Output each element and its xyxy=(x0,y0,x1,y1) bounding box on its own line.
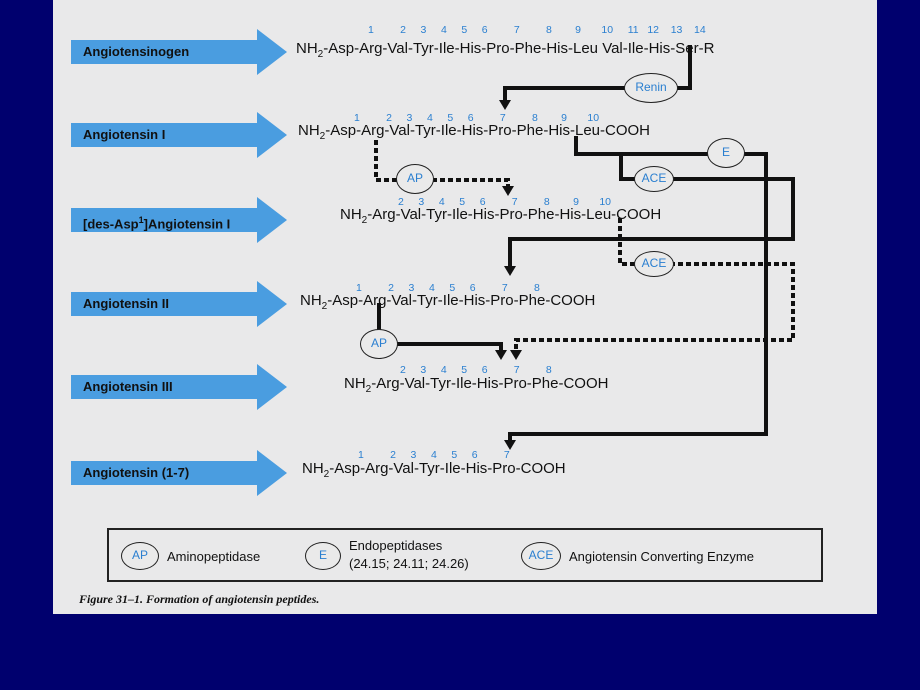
residue-numbers: 1 2 3 4 5 6 7 8 9 10 xyxy=(354,112,600,124)
row-arrow-angiotensin-i: Angiotensin I xyxy=(71,112,287,158)
arrowheads xyxy=(495,100,522,450)
residue-numbers: 2 3 4 5 6 7 8 9 10 xyxy=(398,196,612,208)
residue-numbers: 1 2 3 4 5 6 7 8 xyxy=(356,282,540,294)
row-label: Angiotensin (1-7) xyxy=(83,465,190,480)
sequence-angiotensin-iii: NH2-Arg-Val-Tyr-Ile-His-Pro-Phe-COOH xyxy=(344,375,609,395)
sequence-angiotensin-i: NH2-Asp-Arg-Val-Tyr-Ile-His-Pro-Phe-His-… xyxy=(298,122,650,142)
row-label: Angiotensin II xyxy=(83,296,169,311)
blue-arrow-shape xyxy=(71,197,287,243)
row-label: Angiotensin I xyxy=(83,127,166,142)
renin-oval: Renin xyxy=(624,73,678,103)
legend-e-oval: E xyxy=(305,542,341,570)
sequence-tail: Val-Ile-His-Ser-R xyxy=(602,40,715,57)
blue-arrow-shape xyxy=(71,364,287,410)
residue-numbers: 1 2 3 4 5 6 7 8 9 10 11 12 13 14 xyxy=(368,24,706,36)
row-label: Angiotensin III xyxy=(83,379,173,394)
blue-arrow-shape xyxy=(71,29,287,75)
residue-numbers: 2 3 4 5 6 7 8 xyxy=(400,364,552,376)
blue-arrow-shape xyxy=(71,281,287,327)
ace-oval-des-asp: ACE xyxy=(634,251,674,277)
legend-ace-oval: ACE xyxy=(521,542,561,570)
sequence-head: NH2-Asp-Arg-Val-Tyr-Ile-His-Pro-Phe-His-… xyxy=(296,40,599,60)
legend-e-sublabel: (24.15; 24.11; 24.26) xyxy=(349,556,469,571)
sequence-des-asp-angiotensin-i: NH2-Arg-Val-Tyr-Ile-His-Pro-Phe-His-Leu-… xyxy=(340,206,662,226)
residue-numbers: 1 2 3 4 5 6 7 xyxy=(358,449,510,461)
ap-dotted-line xyxy=(374,140,510,186)
e-oval: E xyxy=(707,138,745,168)
renin-pathway-line xyxy=(503,45,692,103)
row-arrow-angiotensin-iii: Angiotensin III xyxy=(71,364,287,410)
row-arrow-angiotensinogen: Angiotensinogen xyxy=(71,29,287,75)
row-label: Angiotensinogen xyxy=(83,44,190,59)
legend-ace-label: Angiotensin Converting Enzyme xyxy=(569,549,754,564)
sequence-angiotensin-ii: NH2-Asp-Arg-Val-Tyr-Ile-His-Pro-Phe-COOH xyxy=(300,292,596,312)
ap-oval-angiotensin-i: AP xyxy=(396,164,434,194)
endopeptidase-line xyxy=(508,152,768,444)
blue-arrow-shape xyxy=(71,112,287,158)
ap-solid-line xyxy=(377,303,503,350)
row-arrow-angiotensin-1-7: Angiotensin (1-7) xyxy=(71,450,287,496)
legend-box: AP Aminopeptidase E Endopeptidases (24.1… xyxy=(107,528,823,582)
row-arrow-des-asp-angiotensin-i: [des-Asp1]Angiotensin I xyxy=(71,197,287,243)
row-label: [des-Asp1]Angiotensin I xyxy=(83,215,231,232)
ace-solid-line xyxy=(508,136,795,270)
figure-scan: Angiotensinogen Angiotensin I [des-Asp1]… xyxy=(53,0,877,614)
legend-ap-label: Aminopeptidase xyxy=(167,549,261,564)
legend-ap-oval: AP xyxy=(121,542,159,570)
pathway-connectors xyxy=(374,45,795,450)
ace-oval-angiotensin-i: ACE xyxy=(634,166,674,192)
sequence-angiotensin-1-7: NH2-Asp-Arg-Val-Tyr-Ile-His-Pro-COOH xyxy=(302,460,566,480)
legend-e-label: Endopeptidases xyxy=(349,538,443,553)
sequence-angiotensinogen: NH2-Asp-Arg-Val-Tyr-Ile-His-Pro-Phe-His-… xyxy=(296,40,714,60)
blue-arrow-shape xyxy=(71,450,287,496)
ace-dotted-line xyxy=(514,218,795,350)
row-arrow-angiotensin-ii: Angiotensin II xyxy=(71,281,287,327)
ap-oval-angiotensin-ii: AP xyxy=(360,329,398,359)
figure-caption: Figure 31–1. Formation of angiotensin pe… xyxy=(79,592,320,606)
